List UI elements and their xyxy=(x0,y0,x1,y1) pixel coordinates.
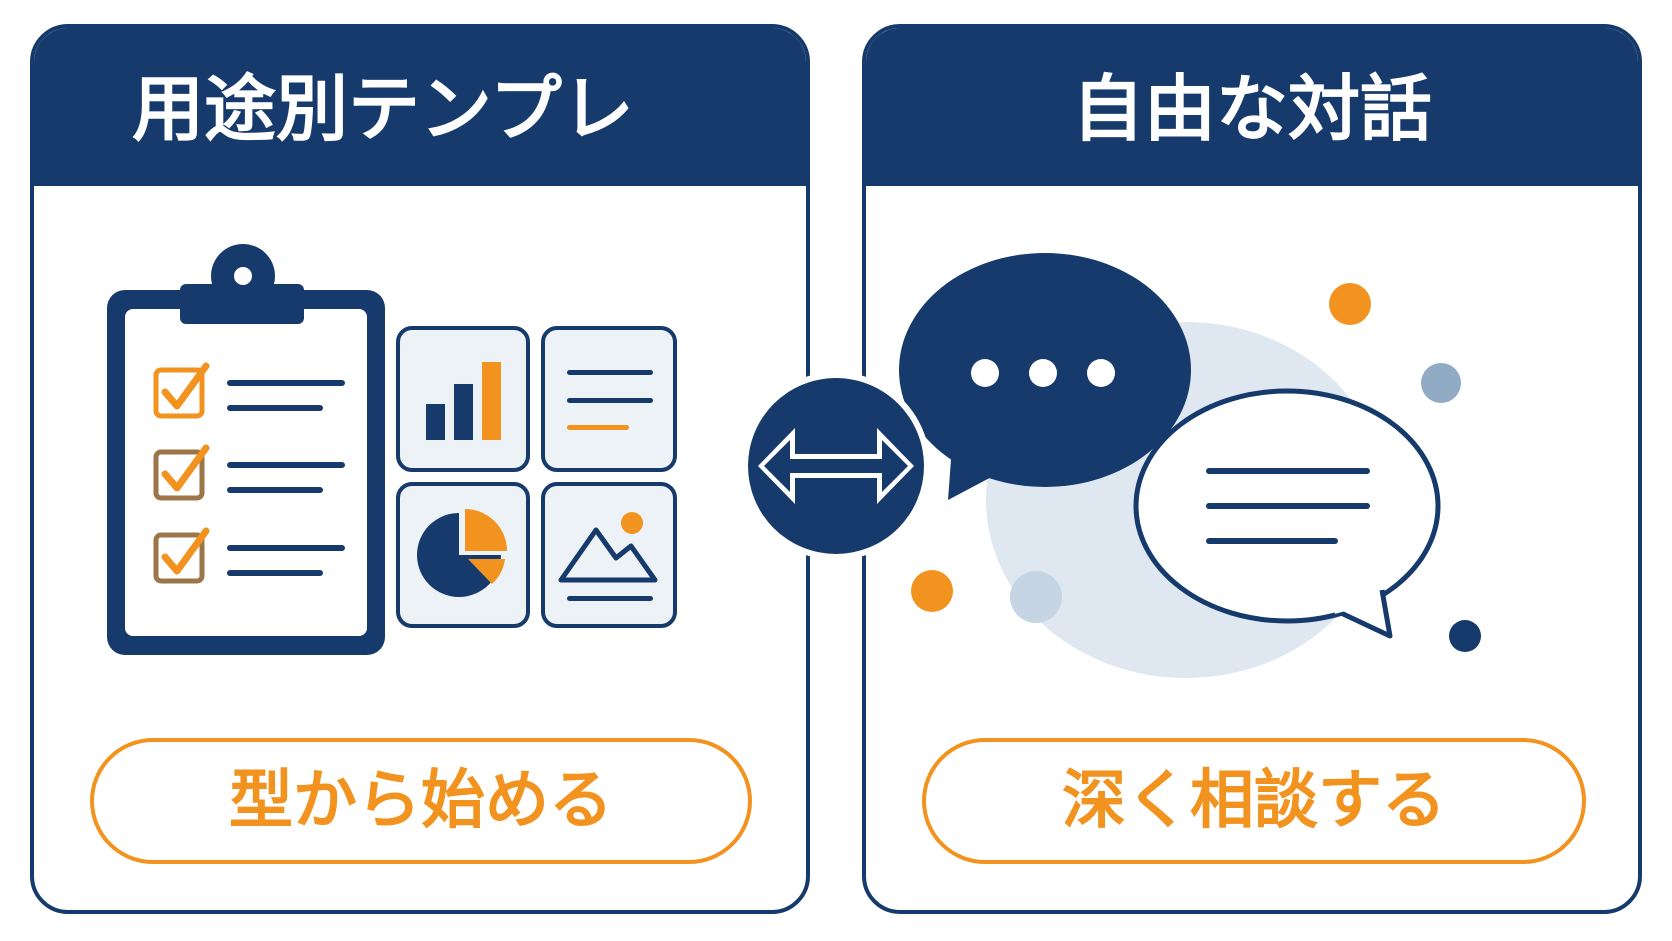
decorative-dot xyxy=(1010,571,1062,623)
decorative-dot xyxy=(1421,363,1461,403)
template-panel-title: 用途別テンプレ xyxy=(132,67,634,151)
start-from-template-label: 型から始める xyxy=(229,764,613,838)
pie-chart-icon xyxy=(396,482,530,628)
deep-consultation-label: 深く相談する xyxy=(1062,764,1446,838)
deep-consultation-button[interactable]: 深く相談する xyxy=(922,738,1586,864)
bar-chart-icon xyxy=(396,326,530,472)
checklist-item xyxy=(153,527,345,584)
clipboard-checklist-icon xyxy=(107,244,385,655)
free-dialogue-panel-header: 自由な対話 xyxy=(866,28,1638,186)
checklist-item xyxy=(153,362,345,419)
dialogue-illustration xyxy=(899,253,1481,678)
template-panel: 用途別テンプレ xyxy=(30,24,810,914)
decorative-dot xyxy=(1329,283,1371,325)
text-lines-icon xyxy=(541,326,677,472)
double-arrow-icon xyxy=(742,372,930,560)
free-dialogue-panel: 自由な対話 深く相談する xyxy=(862,24,1642,914)
start-from-template-button[interactable]: 型から始める xyxy=(90,738,752,864)
typing-speech-bubble-icon xyxy=(899,253,1191,500)
free-dialogue-panel-title: 自由な対話 xyxy=(1071,67,1432,151)
text-speech-bubble-icon xyxy=(1133,388,1441,639)
template-panel-header: 用途別テンプレ xyxy=(34,28,806,186)
checklist-item xyxy=(153,444,345,501)
template-illustration xyxy=(107,244,677,655)
image-icon xyxy=(541,482,677,628)
decorative-dot xyxy=(1449,620,1481,652)
decorative-dot xyxy=(911,570,953,612)
